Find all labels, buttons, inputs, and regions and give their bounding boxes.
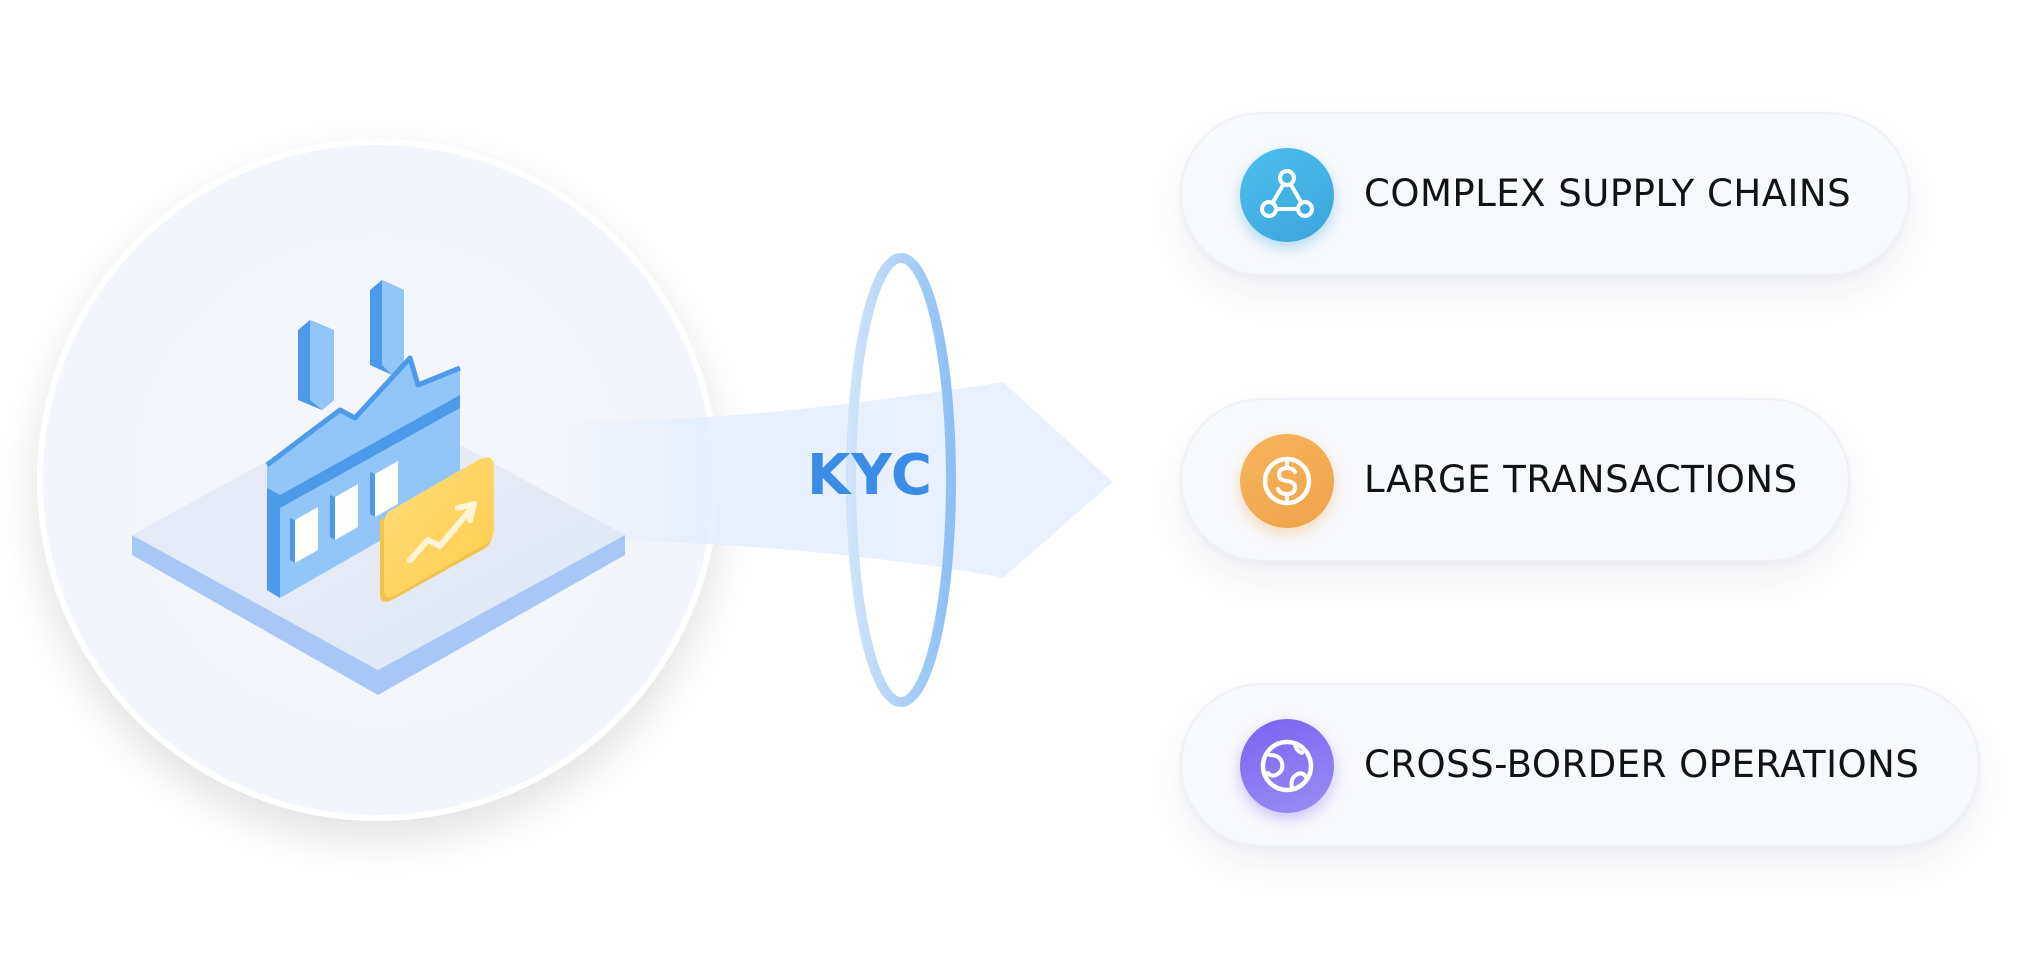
globe-icon xyxy=(1240,719,1334,813)
network-nodes-icon xyxy=(1240,148,1334,242)
item-cross-border-operations: CROSS-BORDER OPERATIONS xyxy=(1180,683,1980,847)
item-label: CROSS-BORDER OPERATIONS xyxy=(1364,743,1920,786)
kyc-ring xyxy=(846,253,956,707)
item-label: LARGE TRANSACTIONS xyxy=(1364,458,1798,501)
item-large-transactions: LARGE TRANSACTIONS xyxy=(1180,398,1850,562)
dollar-coin-icon xyxy=(1240,434,1334,528)
item-complex-supply-chains: COMPLEX SUPPLY CHAINS xyxy=(1180,112,1910,276)
factory-icon xyxy=(265,280,494,602)
kyc-beam-arrow xyxy=(560,380,1118,580)
item-label: COMPLEX SUPPLY CHAINS xyxy=(1364,172,1852,215)
kyc-label: KYC xyxy=(806,443,934,508)
